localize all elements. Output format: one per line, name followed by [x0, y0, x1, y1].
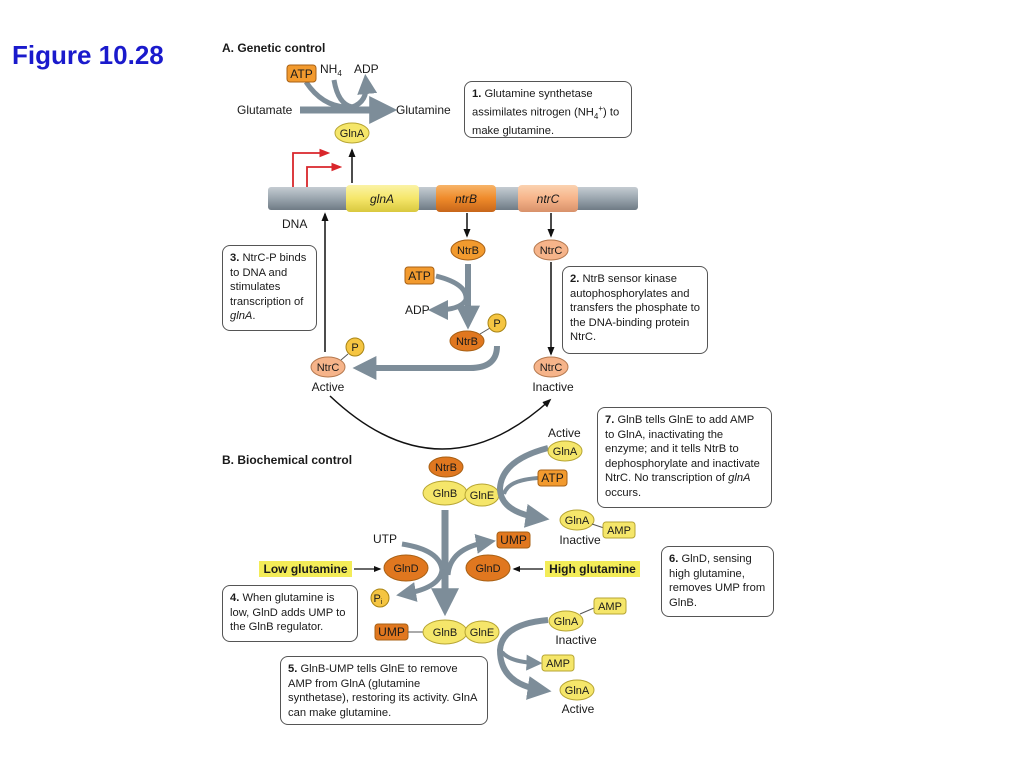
- ntrc-active-label: Active: [312, 380, 345, 394]
- svg-text:NtrC: NtrC: [540, 245, 563, 257]
- glna-inactive-label-b: Inactive: [555, 633, 597, 647]
- svg-text:ntrC: ntrC: [537, 192, 560, 206]
- dna-label: DNA: [282, 217, 307, 231]
- svg-text:NtrB: NtrB: [435, 462, 457, 474]
- glutamine-synthesis-arrow: [300, 74, 398, 124]
- promoter-arrows: [292, 148, 343, 187]
- uridylylation-arrows: [396, 510, 496, 617]
- svg-text:AMP: AMP: [598, 601, 622, 613]
- ntrb-p-protein: NtrB P: [449, 313, 507, 352]
- atp-badge-b: ATP: [537, 469, 568, 487]
- section-genetic-control: A. Genetic control: [222, 41, 326, 55]
- svg-text:High glutamine: High glutamine: [549, 562, 636, 576]
- svg-text:NtrB: NtrB: [457, 245, 479, 257]
- svg-text:ntrB: ntrB: [455, 192, 477, 206]
- atp-badge-ntrb: ATP: [404, 266, 435, 285]
- ump-glnb-glne-complex: UMP GlnB GlnE: [374, 619, 500, 645]
- ntrc-inactive-protein: NtrC: [533, 356, 569, 378]
- svg-text:GlnA: GlnA: [554, 616, 579, 628]
- low-glutamine-signal: Low glutamine: [259, 561, 382, 577]
- svg-text:Pi: Pi: [374, 593, 383, 606]
- glnd-high: GlnD: [465, 554, 511, 582]
- glutamine-label: Glutamine: [396, 103, 451, 117]
- amp-released: AMP: [541, 654, 575, 672]
- note-7: 7. GlnB tells GlnE to add AMP to GlnA, i…: [597, 407, 772, 508]
- glna-inactive-label: Inactive: [559, 533, 601, 547]
- note-5: 5. GlnB-UMP tells GlnE to remove AMP fro…: [280, 656, 488, 725]
- utp-label: UTP: [373, 532, 397, 546]
- svg-text:NtrC: NtrC: [317, 362, 340, 374]
- glna-active-protein-b: GlnA: [547, 440, 583, 462]
- ntrb-protein: NtrB: [450, 239, 486, 261]
- note-1: 1. Glutamine synthetase assimilates nitr…: [464, 81, 632, 138]
- atp-badge-top: ATP: [286, 64, 317, 83]
- svg-text:GlnD: GlnD: [393, 563, 418, 575]
- svg-text:GlnA: GlnA: [553, 446, 578, 458]
- svg-text:UMP: UMP: [500, 533, 527, 547]
- svg-text:GlnE: GlnE: [470, 490, 494, 502]
- ntrb-glnb-complex: NtrB GlnB GlnE: [422, 456, 500, 507]
- svg-text:UMP: UMP: [378, 625, 405, 639]
- section-biochemical-control: B. Biochemical control: [222, 453, 353, 467]
- svg-text:GlnB: GlnB: [433, 627, 457, 639]
- gene-ntrb: [436, 185, 496, 212]
- gene-glna: [346, 185, 419, 212]
- note-6: 6. GlnD, sensing high glutamine, removes…: [661, 546, 774, 617]
- figure-title: Figure 10.28: [12, 40, 164, 70]
- svg-text:NtrB: NtrB: [456, 336, 478, 348]
- svg-text:ATP: ATP: [290, 67, 312, 81]
- svg-text:GlnA: GlnA: [565, 685, 590, 697]
- glna-active-label-b: Active: [548, 426, 581, 440]
- gene-ntrc: [518, 185, 578, 212]
- note-3: 3. NtrC-P binds to DNA and stimulates tr…: [222, 245, 317, 331]
- glutamate-label: Glutamate: [237, 103, 293, 117]
- svg-text:ATP: ATP: [408, 269, 430, 283]
- ntrc-protein: NtrC: [533, 239, 569, 261]
- glna-amp-inactive: GlnA AMP: [559, 509, 636, 539]
- svg-text:P: P: [351, 342, 358, 354]
- adp-label-ntrb: ADP: [405, 303, 430, 317]
- ntrc-active-protein: NtrC P: [310, 337, 365, 378]
- glna-protein-top: GlnA: [334, 122, 370, 144]
- ntrc-inactive-label: Inactive: [532, 380, 574, 394]
- svg-text:GlnD: GlnD: [475, 563, 500, 575]
- adenylylation-arrow: [496, 445, 550, 528]
- svg-text:AMP: AMP: [607, 525, 631, 537]
- svg-text:AMP: AMP: [546, 658, 570, 670]
- svg-text:GlnB: GlnB: [433, 488, 457, 500]
- pi-badge: Pi: [370, 588, 390, 608]
- glna-active-protein-final: GlnA: [559, 679, 595, 701]
- ntrc-dephosphorylation-arrow: [329, 395, 552, 450]
- svg-text:P: P: [493, 318, 500, 330]
- adp-label-top: ADP: [354, 62, 379, 76]
- svg-text:NtrC: NtrC: [540, 362, 563, 374]
- ump-badge-released: UMP: [496, 531, 531, 549]
- note-4: 4. When glutamine is low, GlnD adds UMP …: [222, 585, 358, 642]
- svg-text:GlnA: GlnA: [565, 515, 590, 527]
- svg-text:Low glutamine: Low glutamine: [264, 562, 348, 576]
- note-2: 2. NtrB sensor kinase autophosphorylates…: [562, 266, 708, 354]
- phosphate-transfer-arrow: [352, 345, 500, 380]
- svg-text:ATP: ATP: [541, 471, 563, 485]
- svg-text:GlnE: GlnE: [470, 627, 494, 639]
- glna-active-label-final: Active: [562, 702, 595, 716]
- glnd-low: GlnD: [383, 554, 429, 582]
- dna-strand: glnA ntrB ntrC: [268, 185, 638, 212]
- svg-text:glnA: glnA: [370, 192, 394, 206]
- glna-amp-inactive-b: GlnA AMP: [548, 597, 627, 632]
- svg-text:GlnA: GlnA: [340, 128, 365, 140]
- deadenylylation-arrow: [496, 617, 552, 700]
- ntrb-phosphorylation-arrow: [428, 264, 480, 330]
- nh4-label: NH4: [320, 62, 342, 78]
- high-glutamine-signal: High glutamine: [512, 561, 640, 577]
